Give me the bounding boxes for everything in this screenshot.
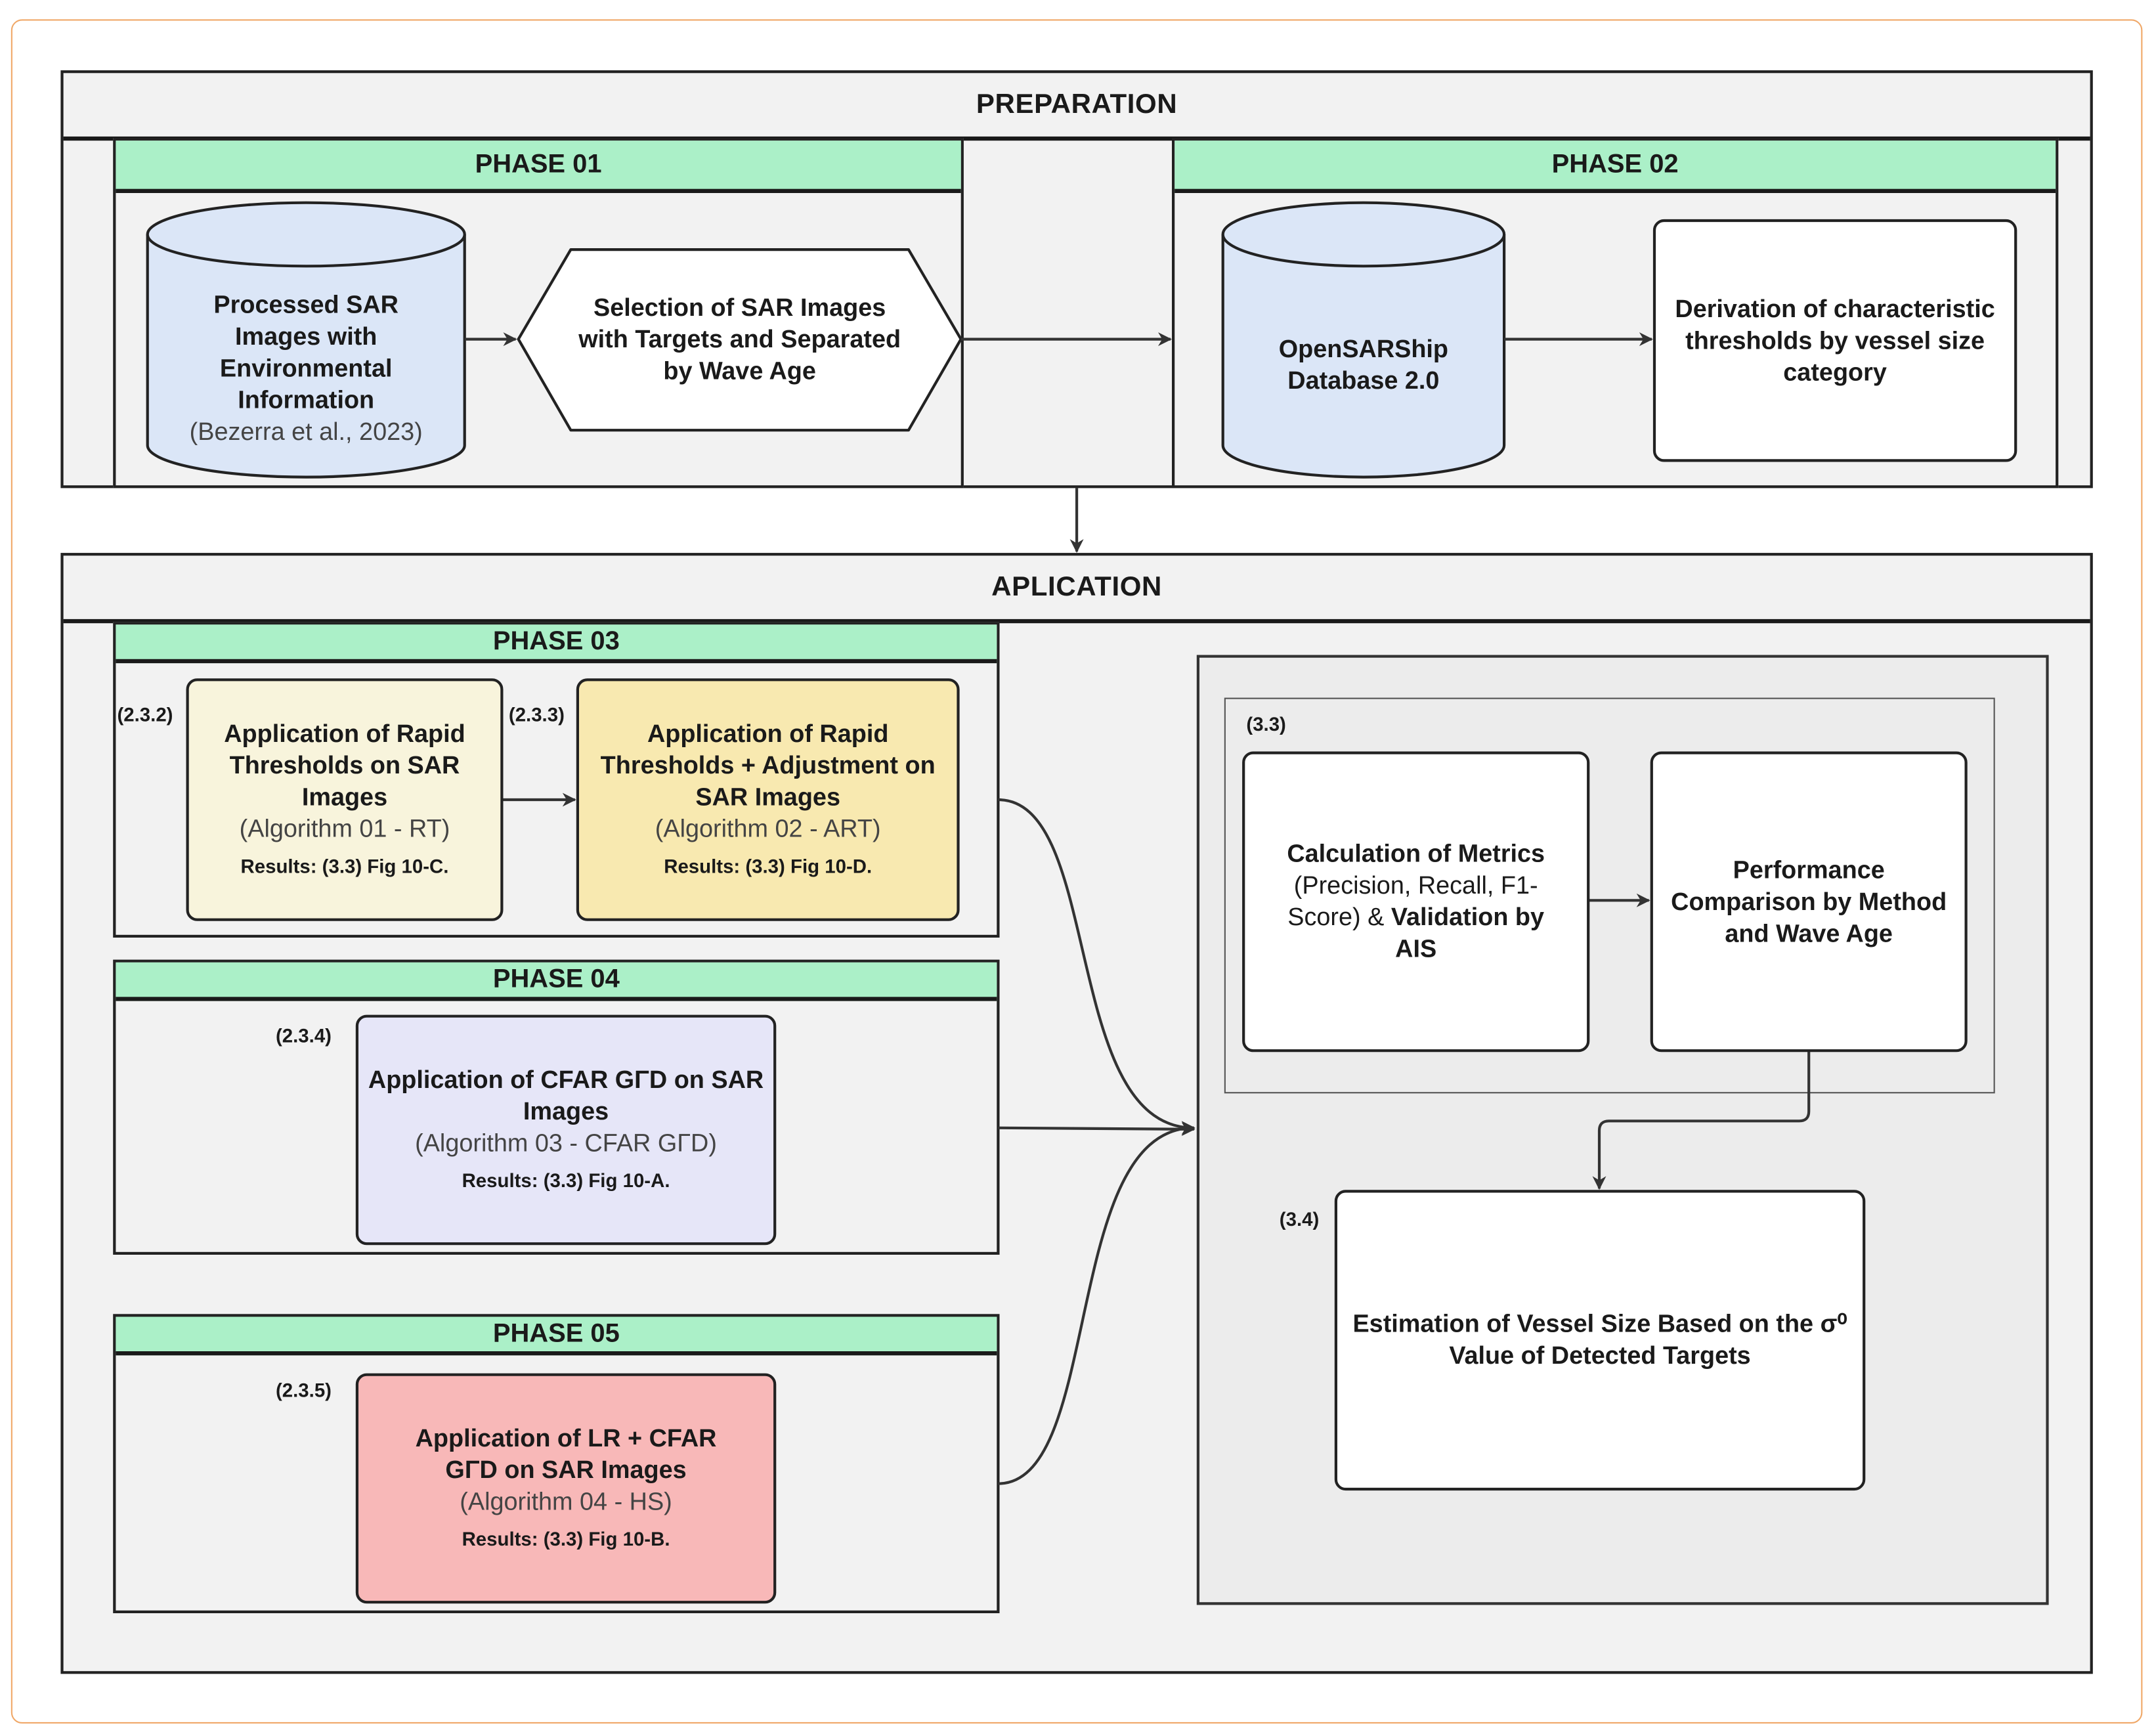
source-reference: (Bezerra et al., 2023): [189, 418, 423, 446]
section-3-3: (3.3): [1246, 712, 1286, 735]
selection-hexagon: [517, 248, 962, 432]
rt-box: Application of Rapid Thresholds on SAR I…: [186, 678, 504, 921]
derivation-label: Derivation of characteristic thresholds …: [1675, 294, 1995, 385]
curve-phase05-to-evaluation: [998, 1121, 1196, 1485]
art-algo: (Algorithm 02 - ART): [655, 814, 881, 842]
cfar-algo: (Algorithm 03 - CFAR GΓD): [415, 1128, 717, 1156]
cfar-results: Results: (3.3) Fig 10-A.: [462, 1168, 670, 1191]
preparation-title: PREPARATION: [63, 73, 2090, 141]
database-label: OpenSARShip Database 2.0: [1278, 335, 1449, 395]
hs-algo: (Algorithm 04 - HS): [460, 1486, 672, 1515]
metrics-box: Calculation of Metrics (Precision, Recal…: [1242, 751, 1590, 1052]
rt-algo: (Algorithm 01 - RT): [239, 814, 450, 842]
derivation-box: Derivation of characteristic thresholds …: [1652, 219, 2017, 462]
phase-02-title: PHASE 02: [1175, 141, 2056, 193]
section-2-3-4: (2.3.4): [275, 1024, 332, 1047]
phase-04-title: PHASE 04: [116, 962, 997, 1001]
phase-03-title: PHASE 03: [116, 624, 997, 664]
section-3-4: (3.4): [1279, 1207, 1320, 1230]
section-2-3-3: (2.3.3): [508, 703, 565, 726]
arrow-comparison-to-estimation: [1592, 1051, 1811, 1190]
phase-05-title: PHASE 05: [116, 1316, 997, 1356]
curve-phase03-to-evaluation: [998, 798, 1196, 1135]
rt-title: Application of Rapid Thresholds on SAR I…: [224, 719, 465, 810]
estimation-box: Estimation of Vessel Size Based on the σ…: [1334, 1190, 1866, 1491]
cfar-title: Application of CFAR GΓD on SAR Images: [368, 1065, 764, 1125]
hs-box: Application of LR + CFAR GΓD on SAR Imag…: [355, 1373, 777, 1604]
rt-results: Results: (3.3) Fig 10-C.: [240, 854, 449, 877]
processed-sar-source: Processed SAR Images with Environmental …: [152, 282, 460, 454]
cylinder-processed-sar: [146, 201, 466, 479]
metrics-validation: Validation by AIS: [1391, 903, 1545, 963]
metrics-bold: Calculation of Metrics: [1287, 839, 1545, 867]
art-box: Application of Rapid Thresholds + Adjust…: [576, 678, 960, 921]
section-2-3-2: (2.3.2): [117, 703, 173, 726]
estimation-label: Estimation of Vessel Size Based on the σ…: [1352, 1309, 1847, 1370]
art-results: Results: (3.3) Fig 10-D.: [664, 854, 873, 877]
comparison-box: Performance Comparison by Method and Wav…: [1650, 751, 1968, 1052]
evaluation-group-3-3: [1224, 697, 1995, 1094]
section-2-3-5: (2.3.5): [275, 1379, 332, 1401]
application-title: APLICATION: [63, 555, 2090, 624]
metrics-text: Calculation of Metrics (Precision, Recal…: [1264, 838, 1568, 965]
phase-01-title: PHASE 01: [116, 141, 961, 193]
curve-phase04-to-evaluation: [998, 1122, 1196, 1137]
comparison-label: Performance Comparison by Method and Wav…: [1671, 856, 1947, 947]
source-label: Processed SAR Images with Environmental …: [213, 291, 399, 414]
hs-results: Results: (3.3) Fig 10-B.: [462, 1527, 670, 1550]
cfar-box: Application of CFAR GΓD on SAR Images (A…: [355, 1014, 777, 1246]
selection-label: Selection of SAR Images with Targets and…: [578, 293, 901, 384]
art-title: Application of Rapid Thresholds + Adjust…: [600, 719, 936, 810]
cylinder-opensarship: [1221, 201, 1506, 479]
hs-title: Application of LR + CFAR GΓD on SAR Imag…: [415, 1423, 717, 1483]
metrics-normal: (Precision, Recall, F1-Score) &: [1287, 871, 1538, 931]
